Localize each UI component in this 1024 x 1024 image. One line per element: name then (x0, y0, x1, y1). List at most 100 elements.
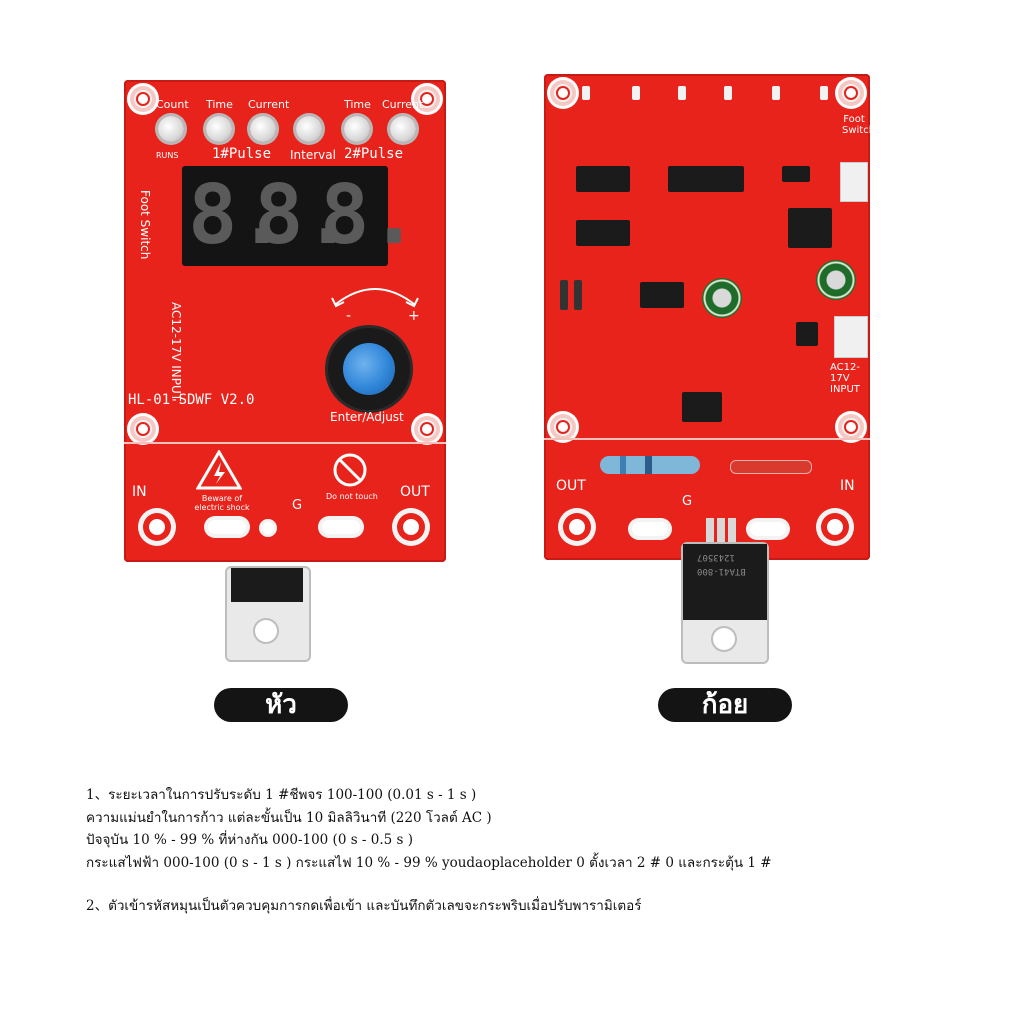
display-digit: 8. (320, 168, 419, 263)
pulse2-label: 2#Pulse (344, 146, 404, 162)
capacitor (816, 260, 856, 300)
pad (632, 86, 640, 100)
ic-chip (576, 166, 630, 192)
pad (582, 86, 590, 100)
pad (678, 86, 686, 100)
tail-label: ก้อย (658, 688, 792, 722)
ac-input-label: AC12-17V INPUT (830, 362, 860, 395)
triac-marking: BTA41-800 (697, 566, 746, 576)
description-line: 1、ระยะเวลาในการปรับระดับ 1 #ชีพจร 100-10… (86, 787, 477, 803)
lead (717, 518, 725, 548)
g-label: G (292, 498, 303, 513)
ic-chip (576, 220, 630, 246)
in-terminal (816, 508, 854, 546)
slot-hole (208, 520, 246, 534)
mounting-hole (414, 416, 440, 442)
time-label: Time (206, 98, 233, 111)
current-button[interactable] (250, 116, 276, 142)
description-line: 2、ตัวเข้ารหัสหมุนเป็นตัวควบคุมการกดเพื่อ… (86, 898, 642, 914)
warning-icon (196, 450, 242, 490)
description-line: ความแม่นยำในการก้าว แต่ละขั้นเป็น 10 มิล… (86, 810, 492, 826)
gate-pad (262, 522, 274, 534)
ac-input-label: AC12-17V INPUT (169, 302, 183, 402)
led-indicator (296, 116, 322, 142)
time-label-2: Time (344, 98, 371, 111)
tab-black-top (231, 568, 303, 602)
g-label: G (682, 494, 693, 509)
plus-label: + (408, 308, 420, 324)
mounting-hole (414, 86, 440, 112)
power-connector (834, 316, 868, 358)
regulator-chip (788, 208, 832, 248)
time-button-2[interactable] (344, 116, 370, 142)
no-touch-label: Do not touch (326, 492, 378, 501)
pad (724, 86, 732, 100)
in-terminal (138, 508, 176, 546)
lead (706, 518, 714, 548)
foot-switch-label: Foot Switch (138, 190, 152, 260)
mounting-hole (550, 414, 576, 440)
triac-marking: 1243507 (697, 552, 735, 562)
triac-tab: 1243507 BTA41-800 (681, 542, 769, 664)
pulse1-label: 1#Pulse (212, 146, 272, 162)
runs-label: RUNS (156, 151, 179, 160)
slot-hole (632, 522, 668, 536)
count-button[interactable] (158, 116, 184, 142)
tab-mount-hole (713, 628, 735, 650)
mounting-hole (838, 414, 864, 440)
current-label-2: Current (382, 98, 424, 111)
mounting-hole (550, 80, 576, 106)
display-digit: 8. (254, 168, 353, 263)
seven-segment-display: 8. 8. 8. (182, 166, 419, 266)
mounting-hole (838, 80, 864, 106)
in-label: IN (840, 478, 855, 494)
mounting-hole (130, 86, 156, 112)
slot-hole (322, 520, 360, 534)
power-resistor (600, 456, 700, 474)
out-terminal (558, 508, 596, 546)
description-line: ปัจจุบัน 10 % - 99 % ที่ห่างกัน 000-100 … (86, 832, 414, 848)
current-label: Current (248, 98, 290, 111)
optocoupler (682, 392, 722, 422)
foot-switch-connector (840, 162, 868, 202)
pad (772, 86, 780, 100)
resistor-pack (574, 280, 582, 310)
front-board: Count Time Current Time Current RUNS 1#P… (124, 80, 446, 562)
triac-leads (706, 518, 736, 548)
model-label: HL-01-SDWF V2.0 (128, 392, 255, 408)
encoder-knob[interactable] (328, 328, 410, 410)
ic-chip (640, 282, 684, 308)
interval-label: Interval (290, 148, 336, 162)
triac-body: 1243507 BTA41-800 (683, 544, 767, 620)
tab-mount-hole (255, 620, 277, 642)
in-label: IN (132, 484, 147, 500)
mounting-hole (130, 416, 156, 442)
slot-hole (750, 522, 786, 536)
out-terminal (392, 508, 430, 546)
warning-label: Beware of electric shock (194, 494, 250, 512)
head-label: หัว (214, 688, 348, 722)
back-board: Foot Switch AC12-17V INPUT OUT IN G (544, 74, 876, 560)
display-digit: 8. (188, 168, 287, 263)
foot-switch-label: Foot Switch (842, 114, 876, 136)
description-line: กระแสไฟฟ้า 000-100 (0 s - 1 s ) กระแสไฟ … (86, 855, 772, 871)
out-label: OUT (400, 484, 430, 500)
pad (820, 86, 828, 100)
time-button[interactable] (206, 116, 232, 142)
capacitor (702, 278, 742, 318)
lead (728, 518, 736, 548)
divider-line (124, 442, 446, 444)
fuse (730, 460, 812, 474)
knob-cap (343, 343, 395, 395)
transistor (796, 322, 818, 346)
divider-line (544, 438, 870, 440)
transistor (782, 166, 810, 182)
minus-label: - (346, 308, 352, 324)
count-label: Count (156, 98, 189, 111)
rotate-arrows-icon (331, 288, 419, 308)
out-label: OUT (556, 478, 586, 494)
enter-adjust-label: Enter/Adjust (330, 410, 404, 424)
no-touch-icon (333, 453, 367, 487)
heatsink-tab (225, 566, 311, 662)
current-button-2[interactable] (390, 116, 416, 142)
